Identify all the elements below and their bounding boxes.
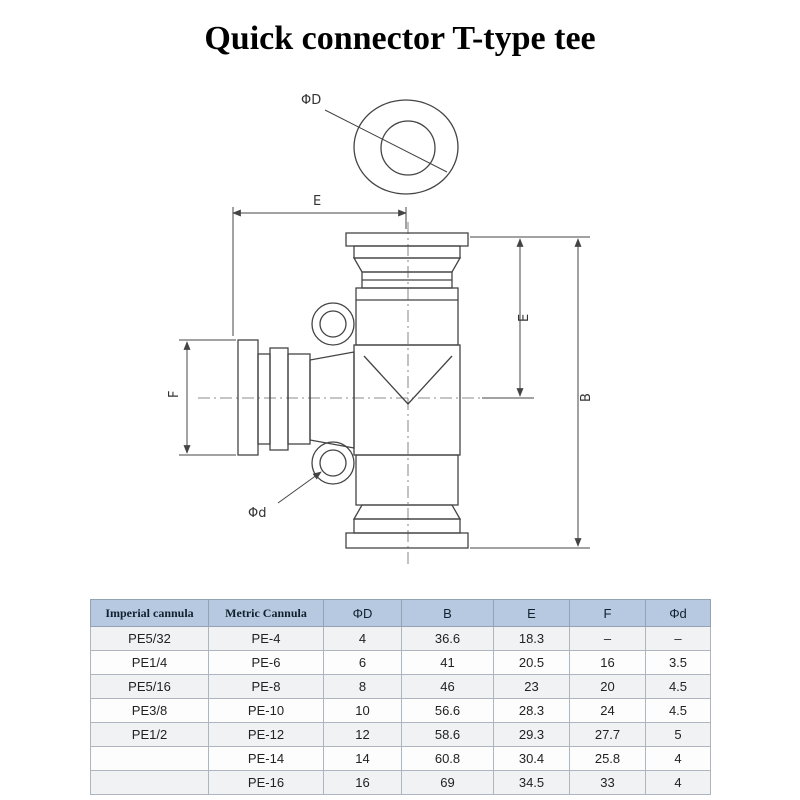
spec-table: Imperial cannula Metric Cannula ΦD B E F… <box>90 599 711 795</box>
col-header-e: E <box>493 599 570 627</box>
col-header-b: B <box>401 599 494 627</box>
top-view <box>324 99 459 195</box>
col-header-phi-D: ΦD <box>323 599 402 627</box>
table-cell: PE-10 <box>208 698 324 723</box>
table-cell: PE-12 <box>208 722 324 747</box>
table-cell: 16 <box>323 770 402 795</box>
table-cell: 10 <box>323 698 402 723</box>
top-view-bore-circle <box>380 120 436 176</box>
body-chevron <box>363 355 453 405</box>
table-cell: – <box>569 626 646 651</box>
phi-D-leader-line <box>324 109 448 173</box>
page-title: Quick connector T-type tee <box>204 20 596 57</box>
table-header-row: Imperial cannula Metric Cannula ΦD B E F… <box>90 599 711 627</box>
table-cell: 12 <box>323 722 402 747</box>
table-cell <box>90 746 209 771</box>
table-cell: PE-8 <box>208 674 324 699</box>
col-header-phi-d: Φd <box>645 599 711 627</box>
table-cell: 33 <box>569 770 646 795</box>
table-cell: 27.7 <box>569 722 646 747</box>
table-cell: 30.4 <box>493 746 570 771</box>
table-cell: 23 <box>493 674 570 699</box>
table-cell: PE1/4 <box>90 650 209 675</box>
table-cell: 6 <box>323 650 402 675</box>
table-cell: 36.6 <box>401 626 494 651</box>
table-cell: 8 <box>323 674 402 699</box>
front-view-branch <box>237 302 355 485</box>
col-header-metric-cannula: Metric Cannula <box>208 599 324 627</box>
top-view-outer-circle <box>353 99 459 195</box>
table-cell: 41 <box>401 650 494 675</box>
dimension-lines <box>179 207 590 549</box>
table-cell: 25.8 <box>569 746 646 771</box>
table-cell: 5 <box>645 722 711 747</box>
table-cell <box>90 770 209 795</box>
table-cell: PE-6 <box>208 650 324 675</box>
table-cell: 4 <box>645 770 711 795</box>
centerlines <box>198 222 482 566</box>
table-cell: – <box>645 626 711 651</box>
lower-port-circle <box>311 441 355 485</box>
table-cell: 58.6 <box>401 722 494 747</box>
table-cell: 28.3 <box>493 698 570 723</box>
table-cell: PE5/32 <box>90 626 209 651</box>
dim-label-b: B <box>579 393 594 402</box>
table-cell: PE-14 <box>208 746 324 771</box>
front-view-body <box>345 232 469 549</box>
table-cell: 69 <box>401 770 494 795</box>
dim-label-f: F <box>167 391 182 398</box>
table-cell: PE1/2 <box>90 722 209 747</box>
label-phi-d: Φd <box>248 506 266 521</box>
table-cell: 4 <box>645 746 711 771</box>
table-cell: 60.8 <box>401 746 494 771</box>
label-phi-D: ΦD <box>301 93 321 108</box>
col-header-f: F <box>569 599 646 627</box>
table-cell: 18.3 <box>493 626 570 651</box>
technical-drawing: ΦD <box>167 93 594 566</box>
table-cell: 46 <box>401 674 494 699</box>
table-cell: 4 <box>323 626 402 651</box>
dim-label-e-top: E <box>313 194 321 209</box>
dim-label-e-side: E <box>517 314 532 322</box>
table-cell: 4.5 <box>645 698 711 723</box>
table-cell: 3.5 <box>645 650 711 675</box>
table-cell: PE-4 <box>208 626 324 651</box>
table-cell: 4.5 <box>645 674 711 699</box>
table-cell: 34.5 <box>493 770 570 795</box>
table-cell: PE-16 <box>208 770 324 795</box>
table-cell: PE3/8 <box>90 698 209 723</box>
phi-d-leader-line <box>277 471 322 504</box>
table-cell: 16 <box>569 650 646 675</box>
table-cell: 24 <box>569 698 646 723</box>
table-cell: 29.3 <box>493 722 570 747</box>
col-header-imperial-cannula: Imperial cannula <box>90 599 209 627</box>
upper-port-circle <box>311 302 355 346</box>
table-cell: 56.6 <box>401 698 494 723</box>
table-cell: 20 <box>569 674 646 699</box>
table-cell: 14 <box>323 746 402 771</box>
table-cell: 20.5 <box>493 650 570 675</box>
table-cell: PE5/16 <box>90 674 209 699</box>
